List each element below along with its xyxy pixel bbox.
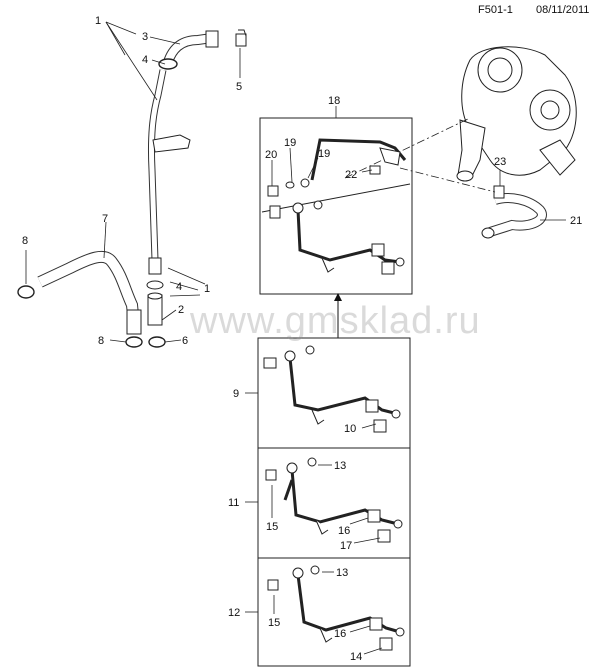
turbo-return-hose	[481, 185, 547, 239]
pipe-bracket	[152, 134, 191, 153]
callout-4-bottom: 4	[176, 281, 182, 293]
callout-15-box11: 15	[266, 521, 278, 533]
callout-4-top: 4	[142, 54, 148, 66]
callout-8-bottom: 8	[98, 335, 104, 347]
box-kit-18	[259, 106, 413, 295]
callout-8-left: 8	[22, 235, 28, 247]
diagram-code: F501-1	[478, 4, 513, 16]
callout-3: 3	[142, 31, 148, 43]
callout-7: 7	[102, 213, 108, 225]
lower-coupling	[148, 257, 162, 275]
callout-16-box12: 16	[334, 628, 346, 640]
callout-9: 9	[233, 388, 239, 400]
watermark: www.gmsklad.ru	[190, 300, 481, 342]
callout-14: 14	[350, 651, 362, 663]
box-kit-9	[245, 337, 411, 449]
callout-21: 21	[570, 215, 582, 227]
clip-23-part	[493, 185, 505, 199]
leader-lines-left	[25, 21, 241, 343]
callout-16-box11: 16	[338, 525, 350, 537]
box-kit-11	[245, 447, 411, 559]
callout-19-left: 19	[284, 137, 296, 149]
callout-20: 20	[265, 149, 277, 161]
callout-11: 11	[228, 497, 239, 509]
turbocharger	[456, 46, 577, 182]
box-kit-12	[245, 557, 411, 667]
callout-10: 10	[344, 423, 356, 435]
callout-23: 23	[494, 156, 506, 168]
callout-17: 17	[340, 540, 352, 552]
leader-lines-turbo	[344, 117, 566, 221]
clamp-8-left-part	[17, 285, 35, 299]
callout-12: 12	[228, 607, 240, 619]
callout-5: 5	[236, 81, 242, 93]
hose-fitting	[205, 30, 219, 48]
clamp-8-bottom-part	[125, 336, 143, 348]
callout-19-right: 19	[318, 148, 330, 160]
diagram-date: 08/11/2011	[536, 4, 590, 16]
callout-6: 6	[182, 335, 188, 347]
clamp-4-part	[158, 58, 178, 70]
callout-13-box11: 13	[334, 460, 346, 472]
oil-feed-pipe-assembly	[17, 29, 247, 348]
clamp-6-part	[148, 336, 166, 348]
callout-15-box12: 15	[268, 617, 280, 629]
clip-5-part	[235, 33, 247, 47]
callout-22: 22	[345, 169, 357, 181]
callout-1-top: 1	[95, 15, 101, 27]
callout-1-bottom: 1	[204, 283, 210, 295]
callout-labels: 1 3 4 5 7 8 4 1 2 8 6 18 20 19 19 22 23 …	[22, 15, 582, 663]
callout-2: 2	[178, 304, 184, 316]
callout-18: 18	[328, 95, 340, 107]
callout-13-box12: 13	[336, 567, 348, 579]
